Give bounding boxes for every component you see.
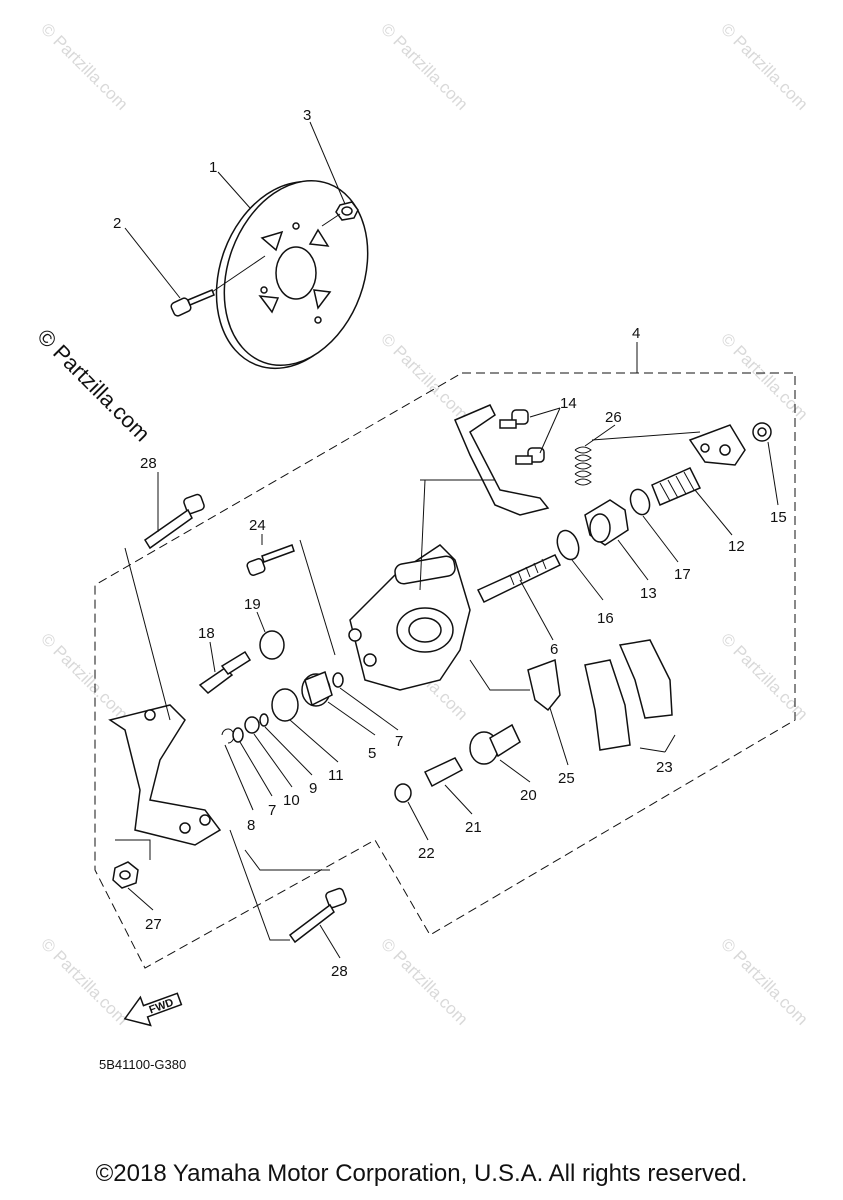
bracket-bolt [499,409,529,429]
washer [394,783,412,803]
callout-10: 10 [283,792,300,809]
callout-14: 14 [560,395,577,412]
watermark-main: © Partzilla.com [32,324,155,447]
callout-18: 18 [198,625,215,642]
bushing [259,630,285,660]
diagram-code: 5B41100-G380 [99,1057,186,1072]
fwd-label: FWD [148,997,176,1017]
caliper-bolt [143,493,205,550]
leader-lines [124,121,779,959]
caliper-assembly-outline [94,372,796,969]
callout-15: 15 [770,509,787,526]
dust-boot [651,467,702,506]
callout-20: 20 [520,787,537,804]
callout-7-right: 7 [395,733,403,750]
callout-17: 17 [674,566,691,583]
callout-5: 5 [368,745,376,762]
watermark-text: © Partzilla.com [377,329,471,423]
callout-1: 1 [209,159,217,176]
callout-28-bottom: 28 [331,963,348,980]
callout-3: 3 [303,107,311,124]
dust-seal [332,672,344,688]
callout-7-left: 7 [268,802,276,819]
bracket-bolt [515,447,545,465]
callout-28-top: 28 [140,455,157,472]
caliper-bracket [454,404,550,516]
brake-disc [215,179,369,370]
circlip [221,728,235,744]
callout-11: 11 [328,767,344,784]
lever-plate [688,424,746,466]
callout-16: 16 [597,610,614,627]
callout-8: 8 [247,817,255,834]
callout-13: 13 [640,585,657,602]
disc-nut [335,201,359,221]
callout-21: 21 [465,819,482,836]
callout-9: 9 [309,780,317,797]
callout-12: 12 [728,538,745,555]
watermark-grid: © Partzilla.com © Partzilla.com © Partzi… [37,19,811,1028]
o-ring [629,488,651,516]
callout-25: 25 [558,770,575,787]
brake-pads [584,639,673,751]
watermark-text: © Partzilla.com [37,934,131,1028]
return-spring [574,446,592,486]
union-fitting [469,723,521,765]
watermark-text: © Partzilla.com [377,19,471,113]
o-ring-small [259,713,269,727]
fwd-arrow-icon: FWD [123,992,183,1027]
callout-6: 6 [550,641,558,658]
washer [232,727,244,743]
assembly-lines [115,479,530,941]
piston-seal [271,688,299,722]
callout-24: 24 [249,517,266,534]
spacer [244,716,260,734]
pad-spring [527,658,561,712]
arm-nut [112,861,139,889]
callout-19: 19 [244,596,261,613]
callout-4: 4 [632,325,640,342]
o-ring [556,529,580,561]
caliper-bolt [288,887,347,944]
callout-26: 26 [605,409,622,426]
bleed-screw [198,650,252,694]
watermark-text: © Partzilla.com [717,329,811,423]
callout-27: 27 [145,916,162,933]
watermark-text: © Partzilla.com [37,629,131,723]
callout-22: 22 [418,845,435,862]
watermark-text: © Partzilla.com [717,629,811,723]
watermark-text: © Partzilla.com [717,19,811,113]
callout-2: 2 [113,215,121,232]
callout-23: 23 [656,759,673,776]
watermark-text: © Partzilla.com [717,934,811,1028]
adjuster-shaft [476,554,562,603]
brake-screw [423,757,464,788]
lever-nut [752,422,772,442]
watermark-text: © Partzilla.com [37,19,131,113]
piston [301,671,333,707]
adjuster-nut [584,499,629,546]
caliper-pin [246,544,295,576]
watermark-text: © Partzilla.com [377,934,471,1028]
callouts: 1 2 3 4 14 26 15 12 17 13 16 6 24 19 18 … [113,107,787,980]
disc-bolt [170,289,215,317]
copyright-notice: ©2018 Yamaha Motor Corporation, U.S.A. A… [95,1160,748,1187]
brake-arm [108,704,222,846]
caliper-body [348,544,471,691]
